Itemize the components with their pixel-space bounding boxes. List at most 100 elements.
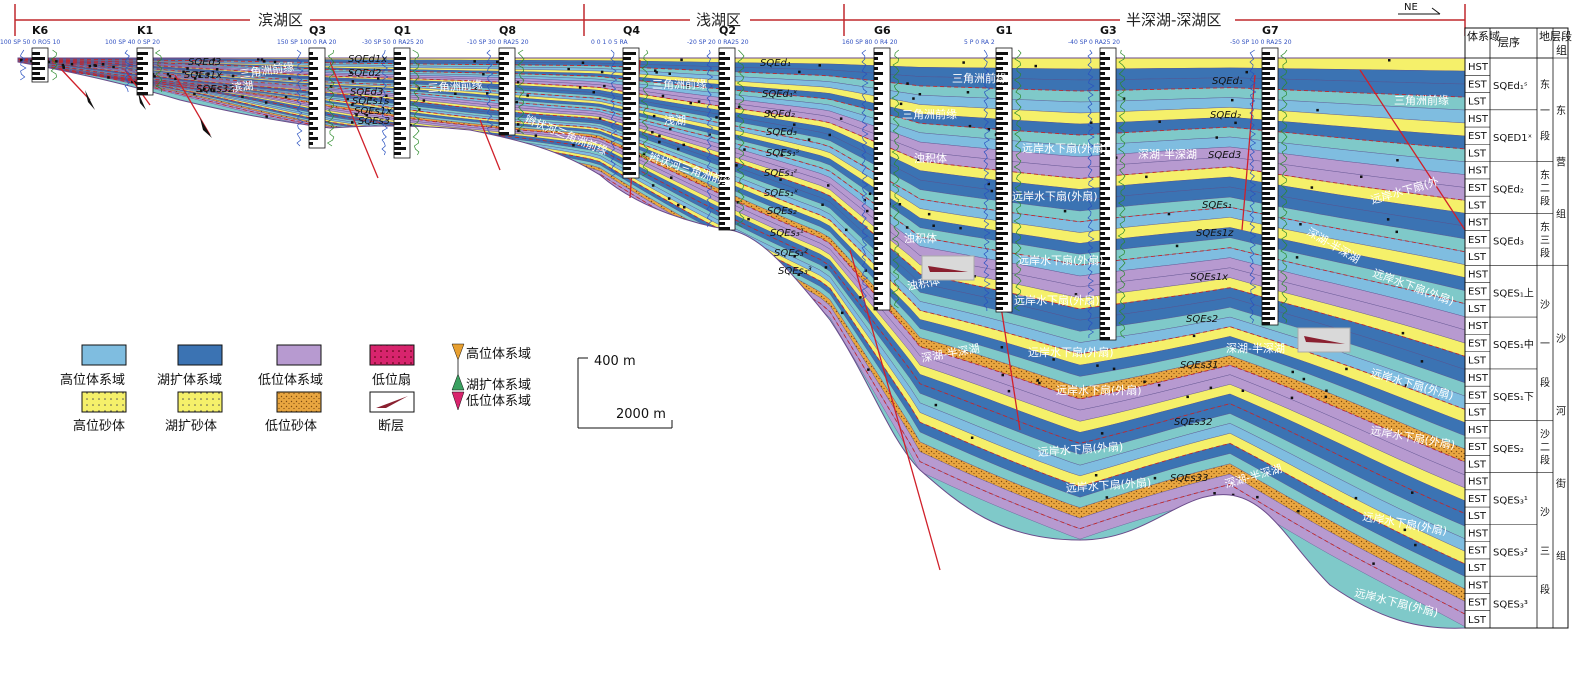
sand-marker [793,123,796,126]
lithology-block [996,257,1003,260]
fault-inset-icon [928,266,968,272]
lithology-block [137,57,143,60]
sand-marker [1245,70,1248,74]
ra-curve [516,49,525,135]
lithology-block [996,197,1003,200]
sequence-label: SQEd₁ [760,58,791,69]
lithology-block [1100,232,1105,235]
well-g3: G3-40 SP 0 RA25 20 [1068,24,1126,341]
sand-marker [409,123,412,127]
fault-arrow-icon [85,90,95,110]
sand-marker [654,69,657,72]
triangle-label-hst: 高位体系域 [466,346,531,362]
lithology-block [996,82,1008,85]
lithology-block [996,142,1008,145]
sand-marker [1295,256,1299,259]
lithology-block [719,142,725,145]
sequence-cell: SQES₁下 [1493,392,1534,403]
lithology-block [874,267,878,270]
sand-marker [916,158,920,161]
lithology-block [719,87,730,90]
lithology-block [874,72,883,75]
lithology-block [1262,297,1275,300]
sand-marker [203,87,206,91]
scale-vertical-label: 400 m [594,354,636,369]
sand-marker [1000,346,1004,349]
sand-marker [1396,159,1399,162]
sequence-boundary [18,58,1465,254]
systems-tract-cell: LST [1468,511,1487,522]
lithology-block [137,62,148,65]
lithology-block [874,182,883,185]
sand-marker [578,86,582,89]
sand-marker [468,142,472,145]
lithology-block [1262,197,1275,200]
lithology-block [874,167,878,170]
sp-curve [861,49,869,309]
lithology-block [874,282,883,285]
sand-marker [845,228,848,232]
lithology-block [996,227,1003,230]
sand-marker [355,113,358,117]
well-track [498,47,516,136]
lithology-block [1262,257,1275,260]
lithology-block [309,57,318,60]
lithology-block [874,117,878,120]
sand-marker [534,134,538,137]
legend-swatch-lst-sand [276,391,322,413]
systems-tract-cell: EST [1468,494,1488,505]
sequence-boundary [18,58,1465,306]
lithology-block [1100,267,1110,270]
fault-line [1359,69,1466,231]
sequence-boundary [18,58,1465,150]
lithology-block [874,237,878,240]
sand-marker [1299,223,1302,226]
sand-marker [864,269,867,272]
lithology-block [137,67,143,70]
lithology-block [623,172,636,175]
systems-tract-cell: LST [1468,459,1487,470]
sequence-label: SQEs1z [1196,228,1234,239]
sp-curve [983,49,991,312]
sand-marker [474,87,478,90]
formation-cell: 组 [1556,549,1566,562]
legend-label-hst-sand: 高位砂体 [73,418,125,434]
lithology-block [1262,137,1275,140]
lithology-block [874,147,878,150]
triangle-label-est: 湖扩体系域 [466,378,531,393]
lithology-block [1262,92,1270,95]
sequence-cell: SQES₃¹ [1493,496,1528,507]
sand-marker [264,101,268,104]
lithology-block [719,162,725,165]
sand-marker [564,158,567,162]
ra-curve [736,49,745,228]
lithology-block [874,157,878,160]
lithology-block [623,167,631,170]
well-name: Q4 [623,24,640,37]
sand-marker [572,144,575,147]
systems-tract-cell: HST [1468,114,1489,125]
sand-marker [1360,175,1363,178]
lithology-block [394,137,406,140]
sand-marker [168,75,172,78]
lithology-block [1262,87,1275,90]
lithology-block [1100,197,1110,200]
member-cell: 段 [1540,195,1550,208]
sand-marker [1213,492,1216,495]
lithology-block [874,127,878,130]
sand-marker [932,224,935,227]
sand-marker [859,296,862,299]
lithology-block [1100,287,1110,290]
well-log-scale: -30 SP 50 0 RA25 20 [362,39,424,46]
sand-marker [1090,121,1093,124]
lithology-block [719,112,725,115]
lithology-block [1100,297,1110,300]
sand-marker [241,95,244,98]
lithology-block [309,82,313,85]
lithology-block [719,117,730,120]
lithology-block [719,92,725,95]
fault-inset-boxes [921,255,1351,353]
well-name: K6 [32,24,49,37]
